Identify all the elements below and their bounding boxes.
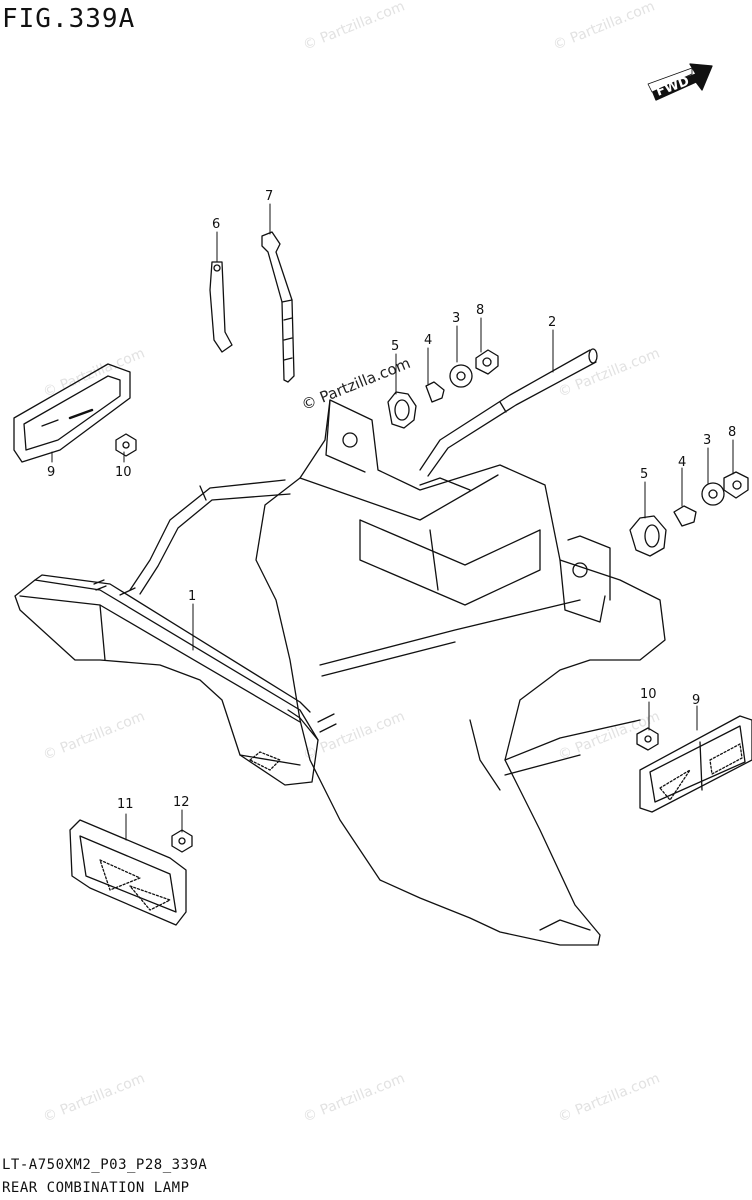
side-reflector bbox=[69, 819, 187, 926]
rear-fender-bracket bbox=[255, 399, 666, 946]
callout-number: 5 bbox=[391, 339, 399, 354]
left-reflector-with-bolt bbox=[13, 363, 131, 463]
left-reflector-nut bbox=[115, 433, 137, 457]
callout-number: 4 bbox=[424, 333, 432, 348]
callout-number: 10 bbox=[640, 687, 657, 702]
callout-number: 7 bbox=[265, 189, 273, 204]
right-fastener-stack bbox=[629, 471, 749, 557]
callout-number: 8 bbox=[476, 303, 484, 318]
callout-number: 12 bbox=[173, 795, 190, 810]
callout-number: 3 bbox=[703, 433, 711, 448]
rear-combination-lamp bbox=[14, 574, 337, 786]
side-reflector-nut bbox=[171, 829, 193, 853]
callout-number: 10 bbox=[115, 465, 132, 480]
callout-number: 5 bbox=[640, 467, 648, 482]
callout-number: 11 bbox=[117, 797, 134, 812]
callout-number: 9 bbox=[47, 465, 55, 480]
callout-number: 8 bbox=[728, 425, 736, 440]
right-reflector-nut bbox=[636, 727, 659, 751]
callout-number: 2 bbox=[548, 315, 556, 330]
right-reflector bbox=[639, 715, 752, 813]
harness-clip bbox=[209, 261, 233, 353]
callout-number: 3 bbox=[452, 311, 460, 326]
model-code: LT-A750XM2_P03_P28_339A bbox=[2, 1157, 208, 1173]
callout-number: 9 bbox=[692, 693, 700, 708]
callout-number: 4 bbox=[678, 455, 686, 470]
cable-tie bbox=[261, 231, 295, 383]
figure-caption: REAR COMBINATION LAMP bbox=[2, 1180, 190, 1196]
callout-number: 1 bbox=[188, 589, 196, 604]
callout-labels: 1 2 3 4 5 6 7 8 9 10 11 12 3 4 5 8 9 10 bbox=[47, 189, 736, 812]
callout-number: 6 bbox=[212, 217, 220, 232]
upper-fastener-stack bbox=[387, 349, 499, 429]
wiring-harness bbox=[129, 348, 598, 595]
callout-leaders bbox=[51, 203, 734, 841]
figure-title: FIG.339A bbox=[2, 4, 136, 34]
fwd-arrow-icon: FWD bbox=[647, 63, 713, 101]
